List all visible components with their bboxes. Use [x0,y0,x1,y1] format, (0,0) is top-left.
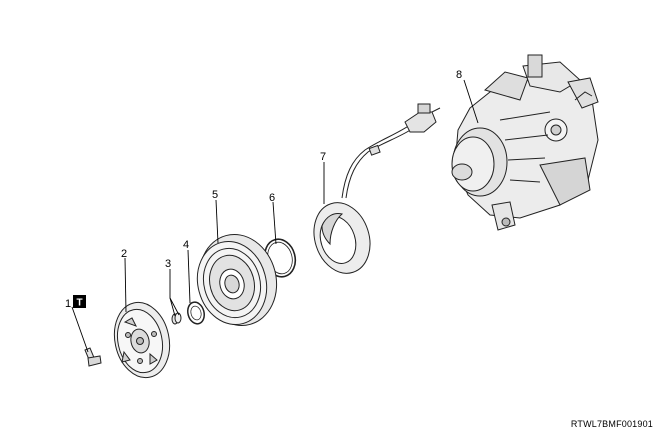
shim [171,312,182,325]
callout-8: 8 [456,69,462,81]
callout-6: 6 [269,192,275,204]
snap-ring-small [187,301,205,325]
pulley [196,233,278,327]
callout-1: 1 [65,298,71,310]
callout-5: 5 [212,189,218,201]
callouts: 1 T 2 3 4 5 6 7 8 [65,69,462,310]
leader-lines [71,79,479,353]
callout-2: 2 [121,248,127,260]
callout-7: 7 [320,151,326,163]
callout-4: 4 [183,239,189,251]
torque-symbol-icon: T [76,298,82,309]
torque-symbol-box [73,295,86,308]
pressure-plate [113,301,171,379]
compressor-body [451,54,599,231]
reference-code: RTWL7BMF001901 [570,419,653,429]
callout-3: 3 [165,258,171,270]
field-coil [313,103,441,274]
